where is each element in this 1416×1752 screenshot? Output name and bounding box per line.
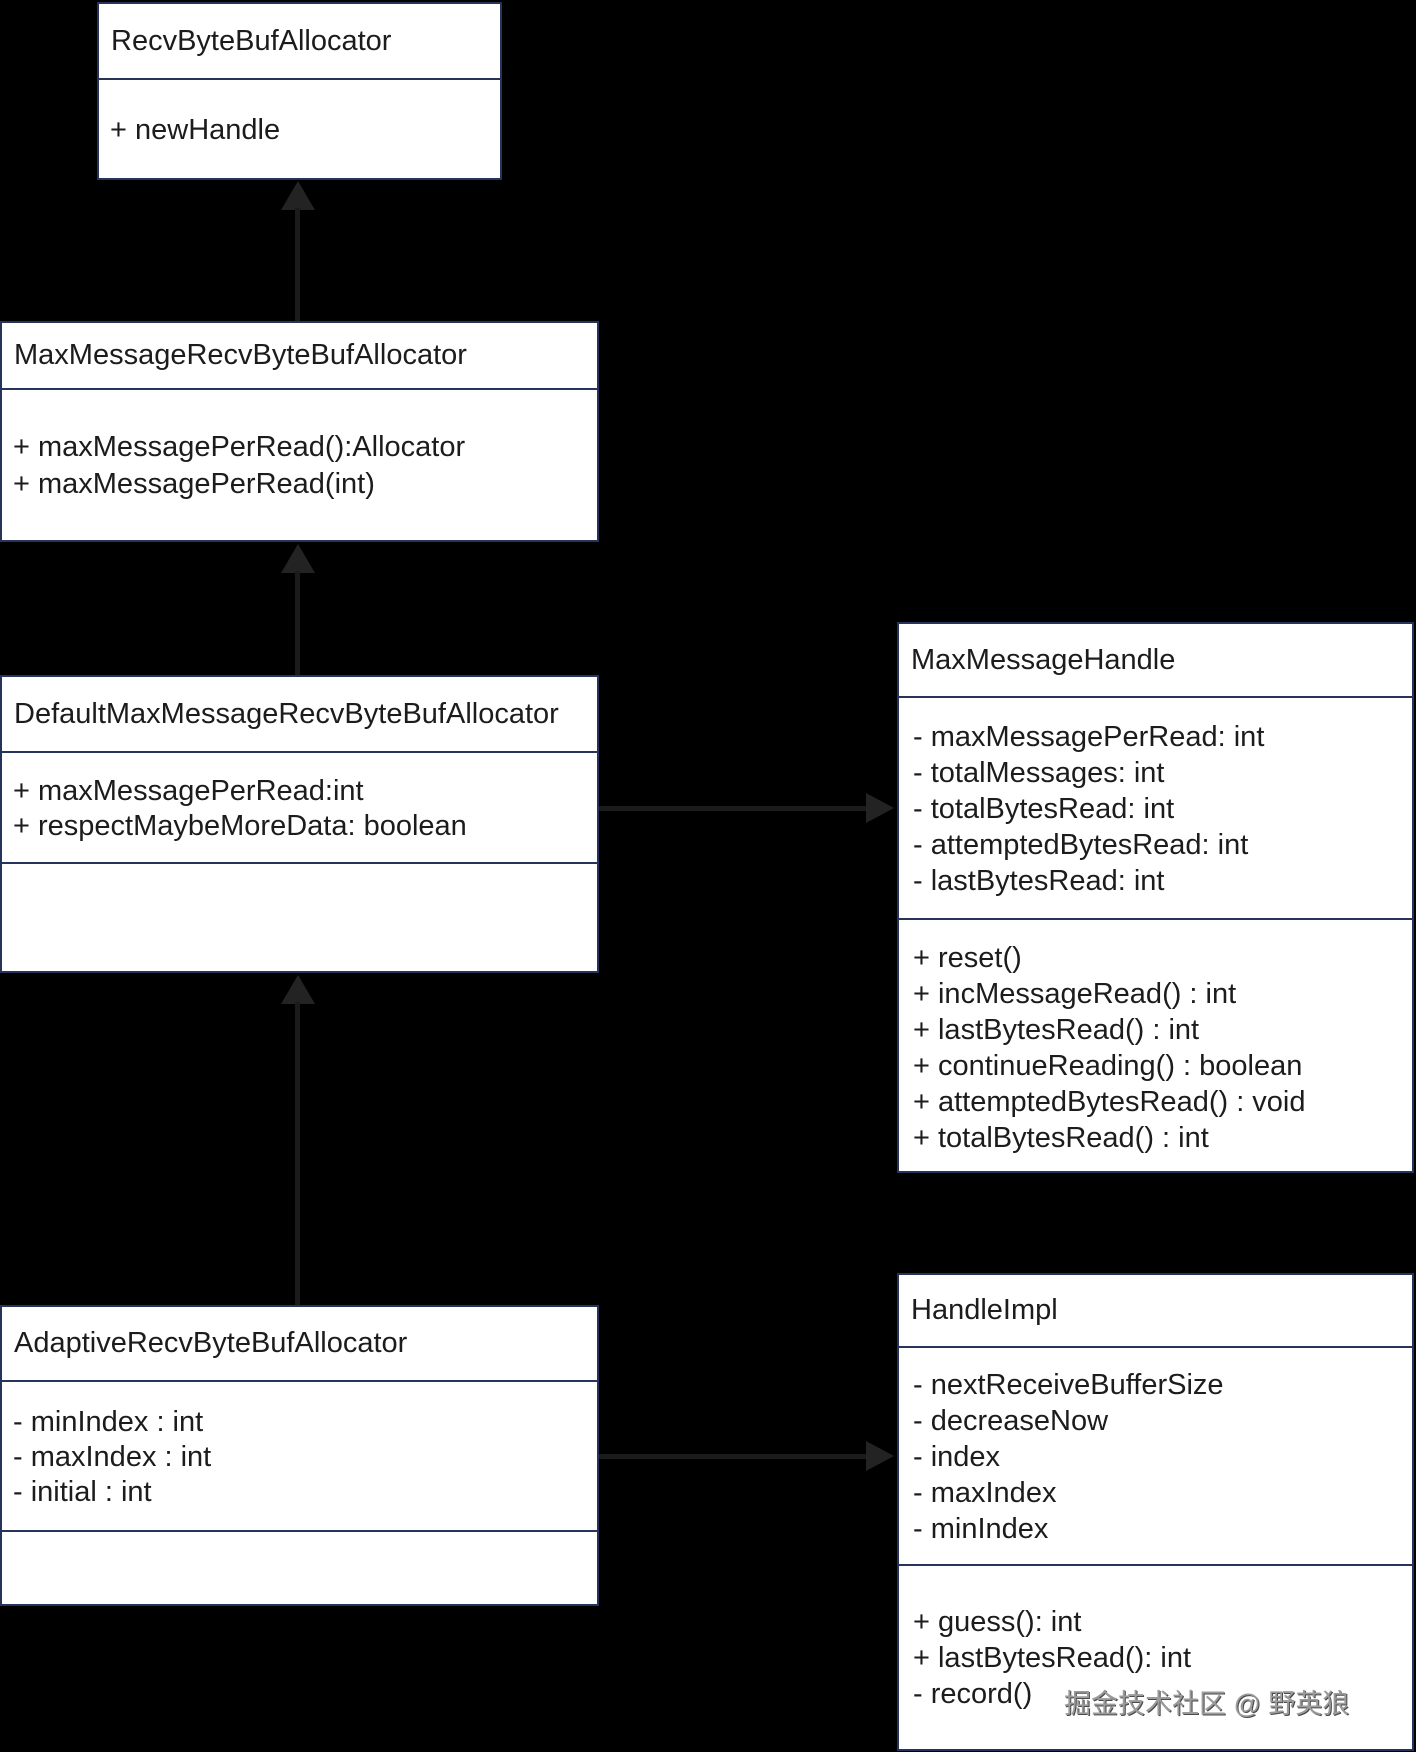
inheritance-line xyxy=(295,571,300,675)
class-member: - maxIndex : int xyxy=(13,1441,212,1473)
class-member: + maxMessagePerRead:int xyxy=(13,775,364,807)
class-members: + maxMessagePerRead:int + respectMaybeMo… xyxy=(2,753,597,864)
class-member: - maxMessagePerRead: int xyxy=(913,721,1265,753)
class-member: + guess(): int xyxy=(913,1606,1082,1638)
class-members: - minIndex : int - maxIndex : int - init… xyxy=(2,1382,597,1532)
class-member: + maxMessagePerRead(int) xyxy=(13,468,375,500)
class-member: + totalBytesRead() : int xyxy=(913,1122,1209,1154)
class-member: + reset() xyxy=(913,942,1022,974)
class-members-empty xyxy=(2,1532,597,1604)
inheritance-arrowhead-icon xyxy=(281,544,315,573)
class-member: - totalMessages: int xyxy=(913,757,1165,789)
class-box-defaultmaxmessagerecvbytebufallocator: DefaultMaxMessageRecvByteBufAllocator + … xyxy=(0,675,599,973)
class-title: RecvByteBufAllocator xyxy=(99,4,500,80)
class-members: + newHandle xyxy=(99,80,500,178)
class-member: - initial : int xyxy=(13,1476,152,1508)
class-title: HandleImpl xyxy=(899,1275,1412,1348)
class-member: + lastBytesRead(): int xyxy=(913,1642,1192,1674)
class-title: MaxMessageHandle xyxy=(899,624,1412,698)
class-member: - totalBytesRead: int xyxy=(913,793,1175,825)
class-member: + newHandle xyxy=(110,114,281,146)
class-methods: + guess(): int + lastBytesRead(): int - … xyxy=(899,1566,1412,1749)
class-box-handleimpl: HandleImpl - nextReceiveBufferSize - dec… xyxy=(897,1273,1414,1751)
class-member: + respectMaybeMoreData: boolean xyxy=(13,810,467,842)
inheritance-arrowhead-icon xyxy=(281,181,315,210)
class-box-recvbytebufallocator: RecvByteBufAllocator + newHandle xyxy=(97,2,502,180)
class-member: - lastBytesRead: int xyxy=(913,865,1165,897)
class-member: + lastBytesRead() : int xyxy=(913,1014,1200,1046)
class-fields: - maxMessagePerRead: int - totalMessages… xyxy=(899,698,1412,920)
class-member: - index xyxy=(913,1441,1001,1473)
association-arrowhead-icon xyxy=(866,1441,894,1471)
watermark: 掘金技术社区 @ 野英狼 xyxy=(1064,1689,1350,1719)
class-member: - minIndex xyxy=(913,1513,1049,1545)
class-title: DefaultMaxMessageRecvByteBufAllocator xyxy=(2,677,597,753)
class-title: AdaptiveRecvByteBufAllocator xyxy=(2,1307,597,1382)
inheritance-line xyxy=(295,208,300,321)
inheritance-line xyxy=(295,1002,300,1305)
class-member: + continueReading() : boolean xyxy=(913,1050,1303,1082)
inheritance-arrowhead-icon xyxy=(281,975,315,1004)
class-title: MaxMessageRecvByteBufAllocator xyxy=(2,323,597,390)
association-line xyxy=(599,1454,869,1459)
class-member: - maxIndex xyxy=(913,1477,1057,1509)
class-member: - attemptedBytesRead: int xyxy=(913,829,1249,861)
class-member: - nextReceiveBufferSize xyxy=(913,1369,1224,1401)
class-fields: - nextReceiveBufferSize - decreaseNow - … xyxy=(899,1348,1412,1566)
class-member: + incMessageRead() : int xyxy=(913,978,1237,1010)
class-member: - decreaseNow xyxy=(913,1405,1109,1437)
class-members-empty xyxy=(2,864,597,971)
class-methods: + reset() + incMessageRead() : int + las… xyxy=(899,920,1412,1171)
class-member: + maxMessagePerRead():Allocator xyxy=(13,431,466,463)
class-box-maxmessagehandle: MaxMessageHandle - maxMessagePerRead: in… xyxy=(897,622,1414,1173)
association-arrowhead-icon xyxy=(866,793,894,823)
class-box-adaptiverecvbytebufallocator: AdaptiveRecvByteBufAllocator - minIndex … xyxy=(0,1305,599,1606)
class-member: + attemptedBytesRead() : void xyxy=(913,1086,1306,1118)
class-member: - record() xyxy=(913,1678,1033,1710)
class-member: - minIndex : int xyxy=(13,1406,204,1438)
class-box-maxmessagerecvbytebufallocator: MaxMessageRecvByteBufAllocator + maxMess… xyxy=(0,321,599,542)
association-line xyxy=(599,806,869,811)
class-members: + maxMessagePerRead():Allocator + maxMes… xyxy=(2,390,597,540)
